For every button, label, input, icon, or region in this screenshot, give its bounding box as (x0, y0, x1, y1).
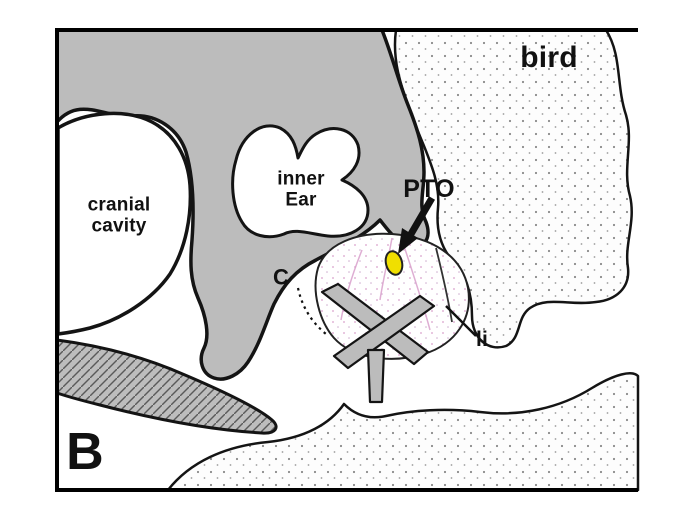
columella (320, 282, 436, 404)
label-cranial-cavity: cranial cavity (87, 194, 151, 237)
label-bird: bird (520, 41, 578, 75)
right-stippled-bone (393, 28, 633, 349)
panel-letter: B (66, 422, 104, 481)
label-inner-ear: inner Ear (277, 168, 325, 211)
li-pointer-line (445, 305, 477, 337)
columella-bar-ne-sw (332, 294, 436, 370)
ligament-line (435, 247, 453, 323)
pto-highlight (384, 250, 404, 276)
inner-ear-region (231, 124, 370, 239)
middle-ear-cavity (314, 232, 470, 360)
bottom-stippled-bone (166, 372, 640, 492)
panel-frame (55, 28, 638, 492)
columella-stem (366, 348, 386, 404)
cranial-cavity-region (56, 111, 193, 336)
label-c: C (272, 264, 290, 290)
hatched-bone-band (55, 338, 278, 435)
label-pto: PTO (403, 175, 455, 203)
c-dotted-line (296, 287, 327, 335)
pto-arrow-icon (398, 196, 436, 254)
label-li: li (475, 328, 489, 352)
membrane-strands (340, 237, 431, 331)
